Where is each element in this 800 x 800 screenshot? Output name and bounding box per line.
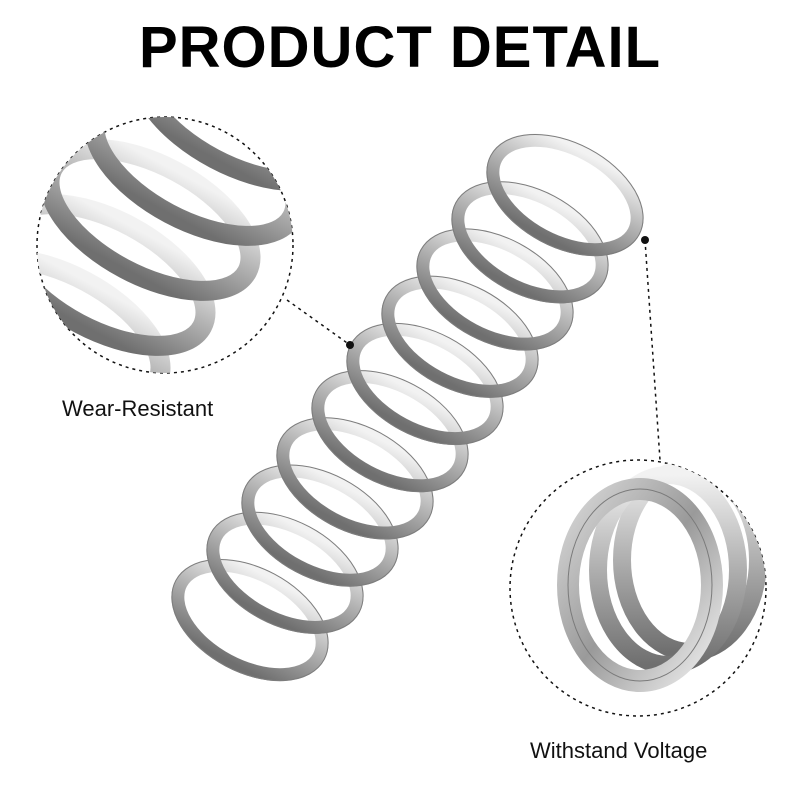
spring-coil-edge <box>311 370 469 493</box>
leader-dot-wear <box>346 341 354 349</box>
spring-coil <box>381 275 539 398</box>
spring-coil-edge <box>276 417 434 540</box>
zoom-circle-wear <box>36 116 294 374</box>
spring-coil-edge <box>171 558 329 682</box>
spring-coil <box>346 322 504 446</box>
zoom-coil <box>37 249 171 373</box>
spring-coil-edge <box>486 133 644 257</box>
leader-line-voltage <box>644 239 661 461</box>
callout-withstand-voltage: Withstand Voltage <box>530 738 708 763</box>
spring-coil <box>206 511 364 634</box>
spring-main <box>171 133 644 682</box>
callout-wear-resistant: Wear-Resistant <box>62 396 214 421</box>
spring-coil-edge <box>241 464 399 587</box>
leader-line-wear <box>286 299 351 346</box>
spring-coil <box>451 181 609 304</box>
spring-coil-edge <box>416 228 574 351</box>
spring-coil <box>171 558 329 682</box>
spring-coil <box>486 133 644 257</box>
page-title: PRODUCT DETAIL <box>138 15 661 80</box>
spring-coil-edge <box>206 511 364 634</box>
spring-coil <box>416 228 574 351</box>
zoom-circle-voltage <box>509 459 767 717</box>
leader-dot-voltage <box>641 236 649 244</box>
spring-coil <box>276 417 434 540</box>
zoom-coil <box>129 117 293 191</box>
spring-coil-edge <box>381 275 539 398</box>
spring-coil-edge <box>451 181 609 304</box>
spring-coil <box>241 464 399 587</box>
spring-coil <box>311 369 469 493</box>
zoom-coil <box>37 194 216 356</box>
